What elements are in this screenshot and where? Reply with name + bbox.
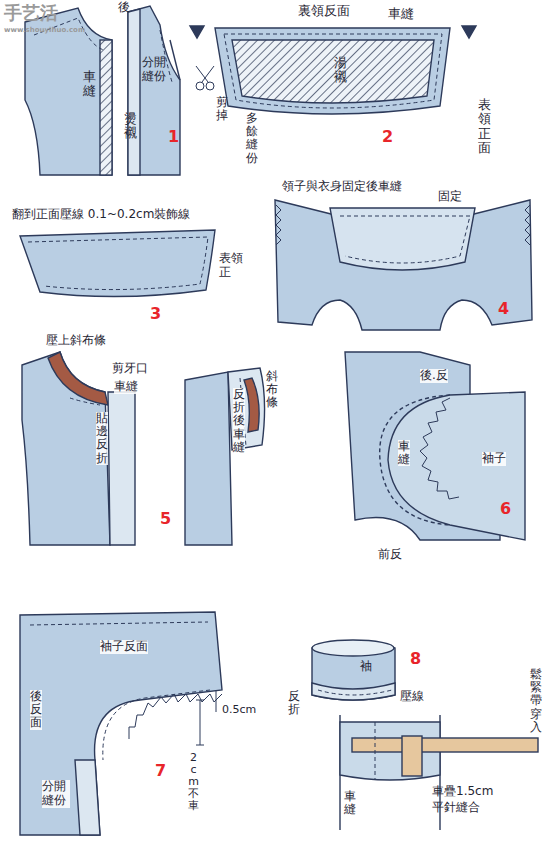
part-label: 壓上斜布條 bbox=[46, 334, 106, 348]
part-label: 袖子反面 bbox=[100, 640, 148, 654]
step-number: 4 bbox=[498, 300, 509, 318]
part-label: 斜布條 bbox=[266, 370, 278, 410]
part-label: 0.5cm bbox=[222, 704, 256, 717]
part-label: 反折後車縫 bbox=[233, 388, 245, 454]
step-number: 6 bbox=[500, 500, 511, 518]
part-label: 袖 bbox=[360, 660, 372, 674]
part-label: 車縫 bbox=[83, 70, 96, 99]
part-label: 車縫 bbox=[344, 790, 356, 816]
step-number: 5 bbox=[160, 510, 171, 528]
watermark: www.shouyihuo.com bbox=[4, 26, 85, 34]
part-label: 車縫 bbox=[398, 440, 410, 466]
part-label: 車縫 bbox=[388, 7, 414, 22]
step-number: 2 bbox=[382, 128, 393, 146]
part-label: 後反面 bbox=[30, 690, 42, 730]
part-label: 表領正 bbox=[219, 252, 247, 280]
part-label: 領子與衣身固定後車縫 bbox=[282, 180, 402, 194]
step-number: 3 bbox=[150, 305, 161, 323]
part-label: 剪掉 bbox=[216, 96, 228, 122]
step-number: 7 bbox=[155, 762, 166, 780]
part-label: 固定 bbox=[438, 190, 462, 204]
part-label: 反折 bbox=[288, 690, 300, 716]
step-number: 1 bbox=[168, 128, 179, 146]
part-label: 前反 bbox=[378, 548, 402, 562]
part-label: 多餘縫份 bbox=[246, 112, 258, 165]
part-label: 表領正面 bbox=[478, 98, 491, 155]
part-label: 鬆緊帶穿入 bbox=[530, 668, 542, 734]
part-label: 車縫 bbox=[114, 380, 138, 394]
watermark: 手艺活 bbox=[4, 3, 58, 24]
part-label: 剪牙口 bbox=[112, 362, 148, 376]
part-label: 燙襯 bbox=[124, 112, 137, 141]
part-label: 車疊1.5cm bbox=[432, 785, 493, 799]
part-label: 貼邊反折 bbox=[96, 412, 108, 465]
part-label: 湯襯 bbox=[334, 56, 347, 85]
part-label: 平針縫合 bbox=[432, 801, 480, 815]
part-label: 後 bbox=[118, 1, 130, 15]
part-label: 裏領反面 bbox=[298, 4, 350, 19]
part-label: 分開縫份 bbox=[42, 780, 70, 808]
step-number: 8 bbox=[410, 650, 421, 668]
part-label: 後.反 bbox=[420, 369, 448, 383]
part-label: 袖子 bbox=[482, 452, 506, 466]
part-label: 分開縫份 bbox=[142, 56, 170, 84]
part-label: 壓線 bbox=[400, 690, 424, 704]
part-label: 2cm不車 bbox=[188, 752, 199, 812]
part-label: 翻到正面壓線 0.1~0.2cm裝飾線 bbox=[12, 208, 190, 222]
